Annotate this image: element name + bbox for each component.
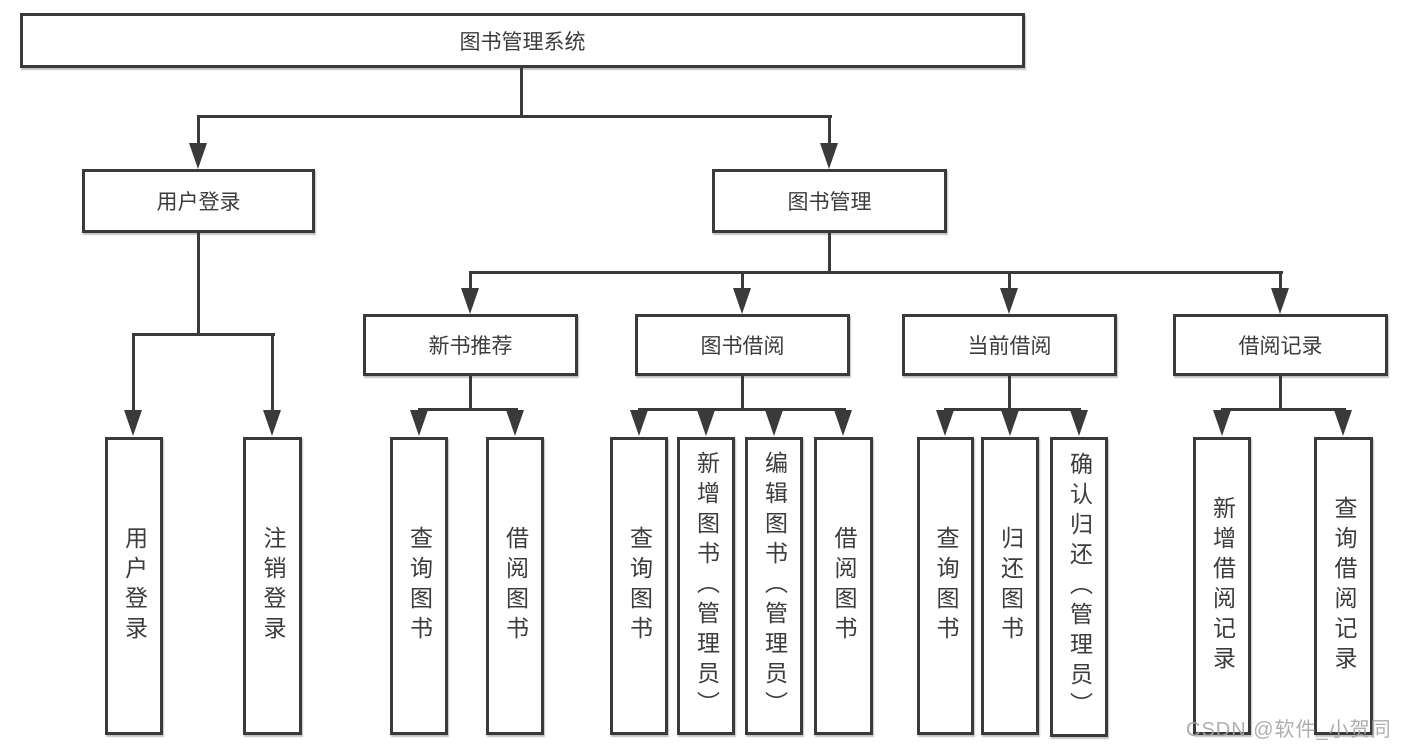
connector-module-stem xyxy=(469,376,472,411)
arrow-down-icon xyxy=(1000,288,1018,314)
leaf-add-borrow-record: 新增借阅记录 xyxy=(1193,437,1251,735)
arrow-down-icon xyxy=(733,288,751,314)
leaf-user-login: 用户登录 xyxy=(105,437,163,735)
leaf-borrow-books-borrowing: 借阅图书 xyxy=(814,437,873,735)
connector-drop-book-management xyxy=(828,115,831,147)
watermark-csdn: CSDN @软件_小贺同学 xyxy=(1186,719,1392,741)
connector-module-rail xyxy=(944,408,1081,411)
arrow-down-icon xyxy=(124,410,142,436)
arrow-down-icon xyxy=(1070,410,1088,436)
node-borrowing-records: 借阅记录 xyxy=(1173,314,1388,376)
arrow-down-icon xyxy=(263,410,281,436)
connector-level3-rail xyxy=(469,271,1283,274)
leaf-logout: 注销登录 xyxy=(243,437,302,735)
connector-module-rail xyxy=(638,408,846,411)
node-current-borrowing: 当前借阅 xyxy=(902,314,1117,376)
connector-drop-module xyxy=(1279,271,1282,291)
connector-level1-rail xyxy=(197,115,832,118)
connector-drop-leaf xyxy=(271,333,274,413)
connector-module-stem xyxy=(741,376,744,411)
arrow-down-icon xyxy=(461,288,479,314)
connector-drop-module xyxy=(741,271,744,291)
arrow-down-icon xyxy=(697,410,715,436)
arrow-down-icon xyxy=(820,143,838,169)
arrow-down-icon xyxy=(189,143,207,169)
leaf-query-books-borrowing: 查询图书 xyxy=(610,437,668,735)
connector-module-stem xyxy=(1279,376,1282,411)
arrow-down-icon xyxy=(410,410,428,436)
arrow-down-icon xyxy=(1334,410,1352,436)
connector-root-stem xyxy=(520,66,523,118)
leaf-query-books-recommend: 查询图书 xyxy=(390,437,448,735)
connector-drop-module xyxy=(469,271,472,291)
node-library-management-system: 图书管理系统 xyxy=(20,13,1025,68)
leaf-return-books: 归还图书 xyxy=(981,437,1039,735)
node-book-management: 图书管理 xyxy=(712,169,947,233)
arrow-down-icon xyxy=(506,410,524,436)
arrow-down-icon xyxy=(630,410,648,436)
arrow-down-icon xyxy=(765,410,783,436)
leaf-add-books-admin: 新增图书（管理员） xyxy=(677,437,735,735)
arrow-down-icon xyxy=(834,410,852,436)
connector-module-rail xyxy=(1221,408,1346,411)
node-new-book-recommendation: 新书推荐 xyxy=(363,314,578,376)
connector-book-management-stem xyxy=(828,233,831,274)
arrow-down-icon xyxy=(1001,410,1019,436)
leaf-query-borrow-record: 查询借阅记录 xyxy=(1314,437,1373,735)
connector-user-login-rail xyxy=(132,333,275,336)
node-book-borrowing: 图书借阅 xyxy=(635,314,850,376)
connector-drop-module xyxy=(1008,271,1011,291)
leaf-confirm-return-admin: 确认归还（管理员） xyxy=(1050,437,1108,737)
leaf-query-books-current: 查询图书 xyxy=(917,437,974,735)
arrow-down-icon xyxy=(936,410,954,436)
connector-drop-leaf xyxy=(132,333,135,413)
connector-module-stem xyxy=(1008,376,1011,411)
leaf-edit-books-admin: 编辑图书（管理员） xyxy=(745,437,803,735)
connector-user-login-stem xyxy=(197,233,200,336)
leaf-borrow-books-recommend: 借阅图书 xyxy=(486,437,544,735)
arrow-down-icon xyxy=(1271,288,1289,314)
arrow-down-icon xyxy=(1213,410,1231,436)
node-user-login: 用户登录 xyxy=(82,169,315,233)
connector-drop-user-login xyxy=(197,115,200,147)
connector-module-rail xyxy=(418,408,518,411)
